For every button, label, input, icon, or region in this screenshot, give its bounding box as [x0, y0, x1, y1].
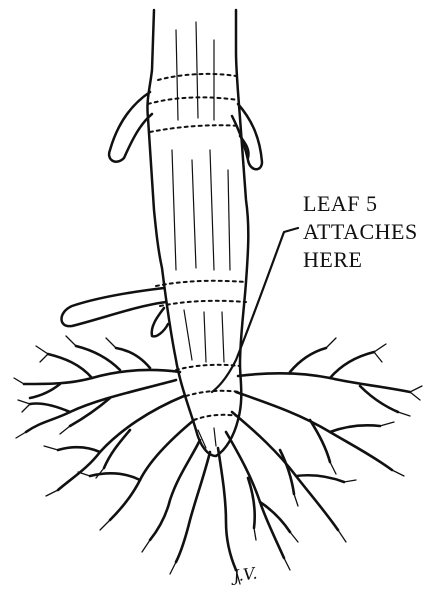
leaf-stub-left-upper	[109, 92, 152, 162]
node-band-4	[156, 281, 246, 286]
artist-signature: J.V.	[232, 563, 259, 585]
node-band-2	[148, 97, 238, 104]
callout-line-3: HERE	[303, 246, 443, 274]
node-band-8	[194, 415, 238, 420]
root-system-left	[24, 346, 200, 540]
leaf-stub-left-lower	[62, 288, 167, 326]
stalk-outline	[147, 10, 248, 456]
node-band-3	[150, 125, 240, 132]
callout-line-2: ATTACHES	[303, 218, 443, 246]
callout-label: LEAF 5 ATTACHES HERE	[303, 190, 443, 274]
leaf-stub-right-upper	[232, 104, 262, 169]
leaf-stub-left-small	[152, 308, 168, 336]
callout-line	[212, 228, 298, 392]
callout-line-1: LEAF 5	[303, 190, 443, 218]
node-band-5	[160, 301, 246, 306]
